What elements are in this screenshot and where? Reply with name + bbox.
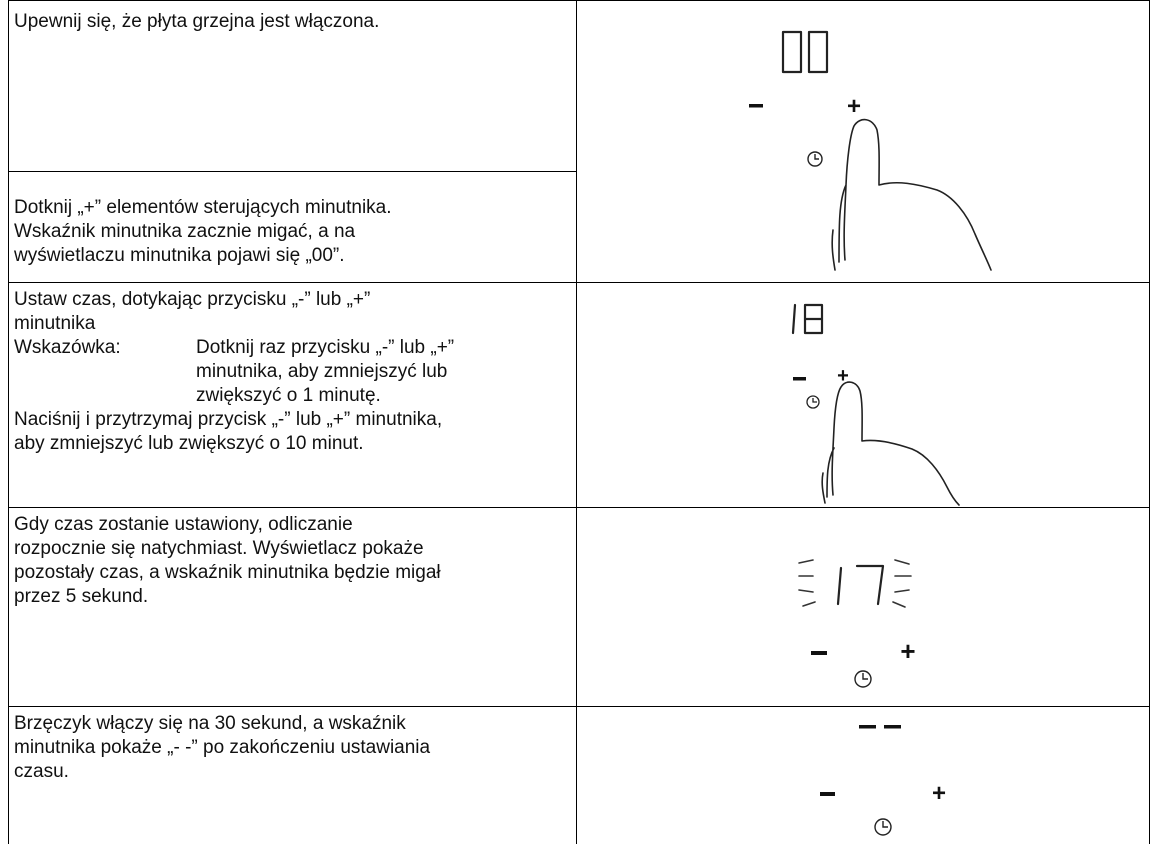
step-3-text: Ustaw czas, dotykając przycisku „-” lub … — [14, 288, 570, 456]
row-divider-1 — [8, 171, 576, 172]
step-3-line-2: minutnika — [14, 313, 96, 334]
illustration-step-4: + — [798, 559, 916, 688]
plus-symbol: + — [837, 365, 849, 387]
tip-line-2: minutnika, aby zmniejszyć lub — [196, 361, 448, 382]
step-3-line-1: Ustaw czas, dotykając przycisku „-” lub … — [14, 289, 371, 310]
minus-symbol — [811, 651, 827, 655]
minus-symbol — [793, 377, 806, 381]
step-2-text: Dotknij „+” elementów sterujących minutn… — [14, 196, 570, 268]
step-4-line-1: Gdy czas zostanie ustawiony, odliczanie — [14, 514, 353, 535]
clock-icon — [874, 818, 892, 836]
display-digits-17 — [836, 564, 885, 606]
step-5-line-2: minutnika pokaże „- -” po zakończeniu us… — [14, 737, 431, 758]
tip-line-1: Dotknij raz przycisku „-” lub „+” — [196, 337, 455, 358]
row-divider-4 — [8, 706, 1150, 707]
illustration-step-5: + — [820, 725, 946, 836]
display-digits-00 — [781, 30, 829, 74]
clock-icon — [854, 670, 872, 688]
row-divider-3 — [8, 507, 1150, 508]
flash-rays-right — [892, 559, 912, 608]
step-1-text: Upewnij się, że płyta grzejna jest włącz… — [14, 10, 570, 34]
flash-rays-left — [798, 559, 816, 607]
step-4-line-4: przez 5 sekund. — [14, 586, 149, 607]
step-3-line-3: Naciśnij i przytrzymaj przycisk „-” lub … — [14, 409, 443, 430]
step-5-line-1: Brzęczyk włączy się na 30 sekund, a wska… — [14, 713, 406, 734]
step-2-line-2: Wskaźnik minutnika zacznie migać, a na — [14, 221, 356, 242]
display-digits-18 — [791, 303, 824, 335]
table-border-top — [8, 0, 1150, 1]
minus-symbol — [749, 104, 763, 108]
clock-icon — [806, 395, 820, 409]
finger-icon — [831, 118, 992, 271]
plus-symbol: + — [932, 780, 946, 807]
step-4-line-2: rozpocznie się natychmiast. Wyświetlacz … — [14, 538, 424, 559]
table-border-left — [8, 0, 9, 844]
illustration-step-3: + — [791, 303, 960, 506]
row-divider-2 — [8, 282, 1150, 283]
step-2-line-3: wyświetlaczu minutnika pojawi się „00”. — [14, 245, 345, 266]
tip-line-3: zwiększyć o 1 minutę. — [196, 385, 381, 406]
tip-block: Wskazówka: Dotknij raz przycisku „-” lub … — [14, 336, 570, 408]
tip-label: Wskazówka: — [14, 337, 121, 358]
clock-icon — [807, 151, 823, 167]
step-4-text: Gdy czas zostanie ustawiony, odliczanie … — [14, 513, 570, 609]
step-1-line: Upewnij się, że płyta grzejna jest włącz… — [14, 11, 380, 32]
step-3-line-4: aby zmniejszyć lub zwiększyć o 10 minut. — [14, 433, 364, 454]
minus-symbol — [820, 792, 835, 796]
plus-symbol: + — [900, 636, 915, 666]
table-column-divider — [576, 0, 577, 844]
step-5-text: Brzęczyk włączy się na 30 sekund, a wska… — [14, 712, 570, 784]
table-border-right — [1149, 0, 1150, 844]
plus-symbol: + — [847, 93, 861, 120]
step-5-line-3: czasu. — [14, 761, 69, 782]
illustration-step-2: + — [749, 30, 992, 271]
step-2-line-1: Dotknij „+” elementów sterujących minutn… — [14, 197, 392, 218]
finger-icon — [821, 381, 960, 506]
display-dashes — [859, 725, 901, 729]
step-4-line-3: pozostały czas, a wskaźnik minutnika będ… — [14, 562, 441, 583]
